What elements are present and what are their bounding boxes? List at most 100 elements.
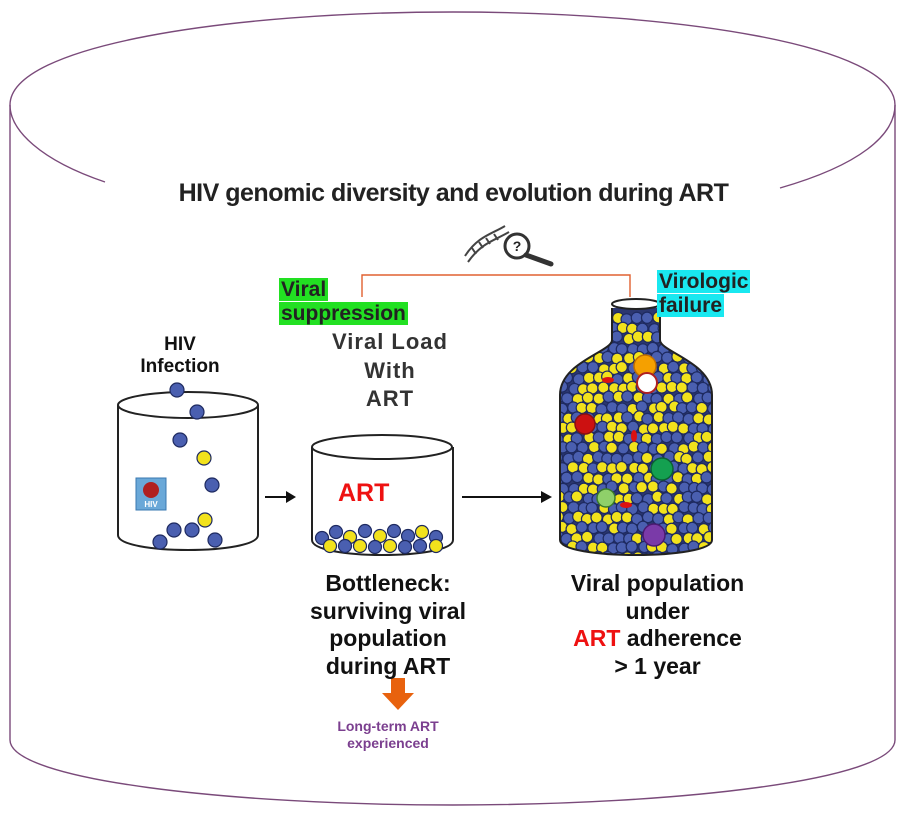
virus-particle bbox=[397, 539, 413, 555]
virus-particle bbox=[197, 512, 213, 528]
virus-particle bbox=[561, 311, 574, 325]
bottleneck-label: Bottleneck: surviving viral population d… bbox=[278, 570, 498, 680]
virus-particle bbox=[586, 360, 600, 374]
virus-particle bbox=[560, 542, 569, 555]
bottleneck-line1: Bottleneck: bbox=[325, 570, 451, 596]
infection-cup: HIV bbox=[117, 382, 259, 551]
virus-particle bbox=[670, 532, 683, 546]
virus-particle bbox=[207, 532, 223, 548]
viral-population-label: Viral population under ART adherence > 1… bbox=[520, 570, 795, 680]
virus-particle bbox=[570, 312, 583, 326]
virus-particle bbox=[707, 423, 712, 436]
virus-particle bbox=[676, 340, 690, 353]
virus-particle bbox=[189, 404, 205, 420]
virus-particle bbox=[686, 342, 700, 355]
virus-particle bbox=[672, 330, 685, 343]
virus-particle bbox=[706, 460, 712, 474]
virus-particle bbox=[560, 332, 565, 346]
virus-particle bbox=[646, 422, 660, 435]
virus-particle bbox=[693, 350, 706, 364]
virus-particle bbox=[690, 490, 704, 503]
long-term-art-label: Long-term ART experienced bbox=[298, 718, 478, 752]
virus-particle bbox=[700, 351, 712, 364]
virus-particle bbox=[595, 520, 609, 534]
virus-particle bbox=[671, 553, 684, 555]
viral-suppression-line1: Viral bbox=[279, 278, 329, 301]
arrow-right-icon bbox=[462, 491, 552, 503]
virus-particle bbox=[702, 331, 712, 344]
virus-particle bbox=[660, 430, 673, 444]
virus-particle bbox=[560, 311, 565, 325]
virus-particle bbox=[581, 311, 594, 324]
virus-particle bbox=[560, 362, 569, 375]
virus-particle bbox=[575, 340, 588, 353]
variant-virus bbox=[636, 372, 658, 394]
virus-particle bbox=[642, 552, 655, 555]
virus-particle bbox=[631, 551, 645, 555]
virus-particle bbox=[620, 511, 634, 524]
virus-particle bbox=[352, 538, 368, 554]
virus-particle bbox=[560, 351, 563, 364]
virologic-failure-label: Virologic failure bbox=[657, 270, 797, 318]
virus-particle bbox=[560, 471, 573, 484]
variant-virus bbox=[602, 377, 614, 383]
virus-particle bbox=[665, 522, 678, 536]
virus-particle bbox=[680, 331, 694, 345]
virus-particle bbox=[610, 510, 624, 524]
infection-cup-viruses bbox=[152, 382, 223, 550]
virus-particle bbox=[691, 451, 705, 464]
virus-particle bbox=[695, 321, 708, 334]
virus-particle bbox=[357, 523, 373, 539]
virus-particle bbox=[596, 461, 609, 474]
virus-particle bbox=[612, 551, 625, 555]
virus-particle bbox=[617, 442, 630, 455]
virus-particle bbox=[666, 420, 680, 433]
virus-particle bbox=[172, 432, 188, 448]
population-art-word: ART bbox=[573, 625, 621, 652]
art-cup-label: ART bbox=[338, 479, 390, 507]
variant-virus bbox=[631, 430, 637, 442]
virus-particle bbox=[412, 538, 428, 554]
diagram-title: HIV genomic diversity and evolution duri… bbox=[178, 179, 729, 207]
virus-particle bbox=[586, 340, 599, 353]
bottleneck-line4: during ART bbox=[325, 652, 451, 679]
virus-particle bbox=[560, 520, 568, 534]
virus-particle bbox=[560, 552, 566, 555]
virus-particle bbox=[707, 361, 712, 375]
virus-particle bbox=[560, 342, 570, 355]
virus-particle bbox=[560, 510, 565, 523]
virus-particle bbox=[686, 521, 699, 535]
dna-magnifier-icon: ? bbox=[464, 225, 554, 267]
virus-particle bbox=[576, 320, 590, 333]
virus-particle bbox=[655, 442, 668, 455]
virus-particle bbox=[166, 522, 182, 538]
virus-particle bbox=[706, 320, 712, 333]
long-term-line1: Long-term ART bbox=[337, 718, 439, 734]
population-line1: Viral population bbox=[570, 570, 745, 596]
viral-load-line3: ART bbox=[365, 386, 415, 412]
virus-particle bbox=[706, 342, 712, 356]
virus-particle bbox=[621, 390, 634, 403]
dna-question-mark: ? bbox=[513, 238, 522, 254]
virus-particle bbox=[414, 524, 430, 540]
viral-suppression-label: Viral suppression bbox=[279, 278, 459, 326]
virus-particle bbox=[655, 400, 668, 414]
virus-particle bbox=[322, 538, 338, 554]
virus-particle bbox=[606, 401, 619, 414]
virus-particle bbox=[184, 522, 200, 538]
virus-particle bbox=[675, 321, 689, 334]
virus-particle bbox=[592, 310, 605, 323]
virus-particle bbox=[660, 330, 674, 344]
virus-particle bbox=[196, 450, 212, 466]
virus-particle bbox=[576, 360, 589, 374]
viral-load-line2: With bbox=[364, 357, 416, 383]
virus-particle bbox=[592, 332, 605, 346]
population-line2: under bbox=[625, 597, 690, 624]
virus-particle bbox=[615, 460, 628, 474]
bottleneck-cup bbox=[311, 434, 454, 556]
virus-particle bbox=[621, 411, 634, 424]
virus-particle bbox=[665, 321, 678, 334]
hiv-infection-line1: HIV bbox=[164, 334, 196, 355]
virus-particle bbox=[565, 440, 578, 454]
